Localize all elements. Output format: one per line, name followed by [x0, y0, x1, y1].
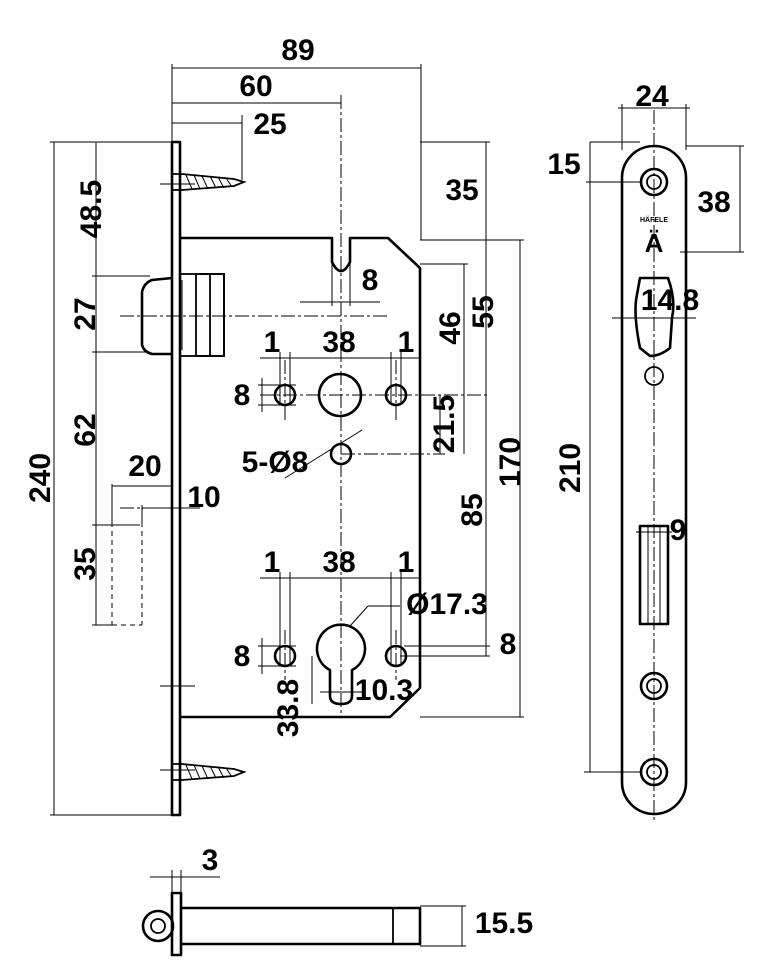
dim-48-5: 48.5	[75, 180, 108, 238]
dim-8-bottom-right: 8	[500, 628, 517, 661]
dim-9: 9	[670, 514, 687, 547]
dead-bolt-hidden	[111, 522, 143, 626]
bolt-body	[181, 906, 422, 946]
dim-35-top: 35	[445, 174, 478, 207]
dim-55: 55	[467, 295, 500, 328]
top-screw	[172, 173, 247, 191]
dim-89: 89	[281, 34, 314, 67]
dim-1-top-left: 1	[264, 326, 281, 359]
dim-8-bottom-left: 8	[234, 640, 251, 673]
dim-dia-17-3: Ø17.3	[406, 588, 488, 621]
roller	[141, 909, 175, 943]
latch-opening	[634, 276, 675, 358]
dim-14-8: 14.8	[641, 284, 699, 317]
dim-5-dia-8: 5-Ø8	[242, 446, 309, 479]
dim-21-5: 21.5	[428, 395, 461, 453]
dim-60: 60	[239, 70, 272, 103]
dim-25: 25	[253, 108, 286, 141]
dim-210: 210	[554, 443, 587, 493]
dimension-labels: 89 60 25 35 48.5 27 62 240 20 10 35 8 55…	[24, 34, 731, 940]
dim-85: 85	[456, 493, 489, 526]
dim-62: 62	[69, 413, 102, 446]
bottom-screw	[172, 763, 247, 781]
dim-3: 3	[202, 844, 219, 877]
dim-15-5: 15.5	[475, 907, 533, 940]
dim-38-top: 38	[322, 326, 355, 359]
dim-33-8: 33.8	[272, 679, 305, 737]
dim-38-plate: 38	[697, 186, 730, 219]
faceplate-outline	[620, 144, 688, 816]
dim-24: 24	[635, 80, 669, 113]
dim-170: 170	[494, 437, 527, 487]
front-view	[111, 95, 490, 817]
dim-35-left: 35	[69, 547, 102, 580]
dim-8-top: 8	[234, 379, 251, 412]
dim-1-bottom-left: 1	[264, 546, 281, 579]
cylinder-cutout	[315, 623, 367, 706]
latch-bolt	[140, 273, 225, 357]
dim-240: 240	[24, 453, 57, 503]
dim-27: 27	[69, 297, 102, 330]
dim-1-bottom-right: 1	[398, 546, 415, 579]
dim-10: 10	[187, 481, 220, 514]
dim-8-notch: 8	[362, 264, 379, 297]
dim-20: 20	[128, 450, 161, 483]
dim-1-top-right: 1	[398, 326, 415, 359]
faceplate	[170, 140, 182, 817]
dim-10-3: 10.3	[355, 674, 413, 707]
dim-15: 15	[547, 148, 580, 181]
dim-38-bottom: 38	[322, 546, 355, 579]
dim-46: 46	[434, 311, 467, 344]
faceplate-side-view: HÄFELE Ä	[584, 104, 744, 820]
top-view-bolt	[141, 870, 466, 957]
front-view-dimension-lines	[50, 64, 524, 816]
